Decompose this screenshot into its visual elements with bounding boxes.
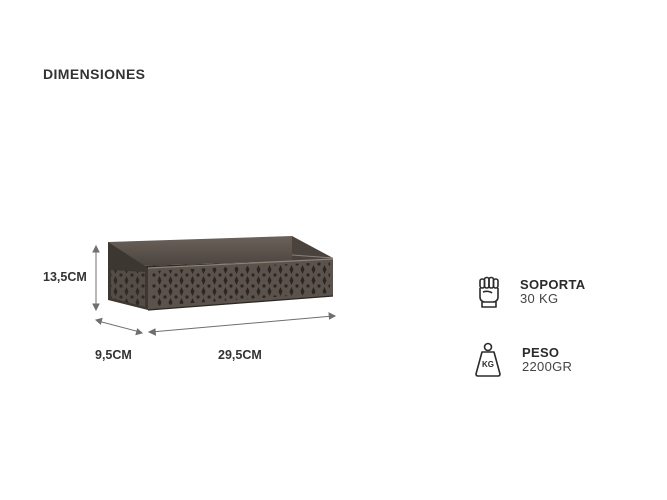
spec-weight-label: PESO bbox=[522, 345, 560, 360]
spec-weight: KG PESO 2200GR bbox=[474, 342, 572, 378]
width-label: 29,5CM bbox=[218, 348, 262, 362]
shelf-side bbox=[292, 236, 333, 261]
spec-load-label: SOPORTA bbox=[520, 277, 586, 292]
fist-icon bbox=[479, 276, 499, 308]
kg-icon-text: KG bbox=[482, 360, 494, 369]
kg-weight-icon: KG bbox=[475, 342, 501, 377]
spec-load: SOPORTA 30 KG bbox=[478, 275, 585, 309]
spec-weight-value: 2200GR bbox=[522, 359, 573, 374]
depth-label: 9,5CM bbox=[95, 348, 132, 362]
shelf-back-panel bbox=[108, 236, 292, 267]
height-label: 13,5CM bbox=[43, 270, 87, 284]
page-title: DIMENSIONES bbox=[43, 66, 146, 82]
spec-load-value: 30 KG bbox=[520, 291, 559, 306]
